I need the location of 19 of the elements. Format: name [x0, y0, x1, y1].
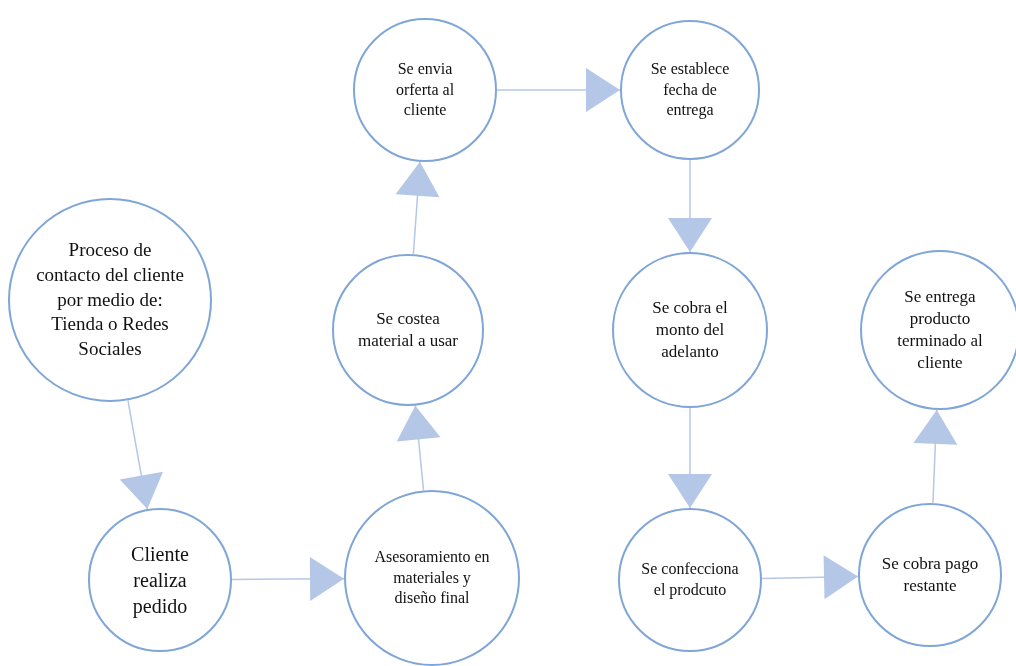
step-text: Se envia orferta al cliente	[394, 58, 456, 121]
flow-arrow	[395, 161, 440, 255]
flow-arrow	[761, 555, 859, 600]
flow-arrow	[668, 159, 712, 253]
step-text: Asesoramiento en materiales y diseño final	[373, 546, 491, 609]
flow-arrow	[119, 399, 163, 510]
step-text: Se cobra el monto del adelanto	[651, 296, 729, 364]
step-text: Se confecciona el prodcuto	[640, 559, 740, 601]
step-text: Se establece fecha de entrega	[650, 58, 730, 121]
flow-arrow	[496, 68, 621, 112]
step-text: Se entrega producto terminado al cliente	[896, 285, 984, 375]
flow-arrow	[668, 407, 712, 509]
step-text: Se costea material a usar	[356, 307, 460, 352]
flow-arrow	[231, 556, 345, 601]
flow-arrow	[913, 409, 958, 504]
step-text: Se cobra pago restante	[880, 552, 980, 597]
step-text: Proceso de contacto del cliente por medio de: Tienda o Redes Sociales	[35, 238, 185, 362]
flow-arrow	[396, 404, 441, 492]
step-text: Cliente realiza pedido	[130, 542, 190, 619]
